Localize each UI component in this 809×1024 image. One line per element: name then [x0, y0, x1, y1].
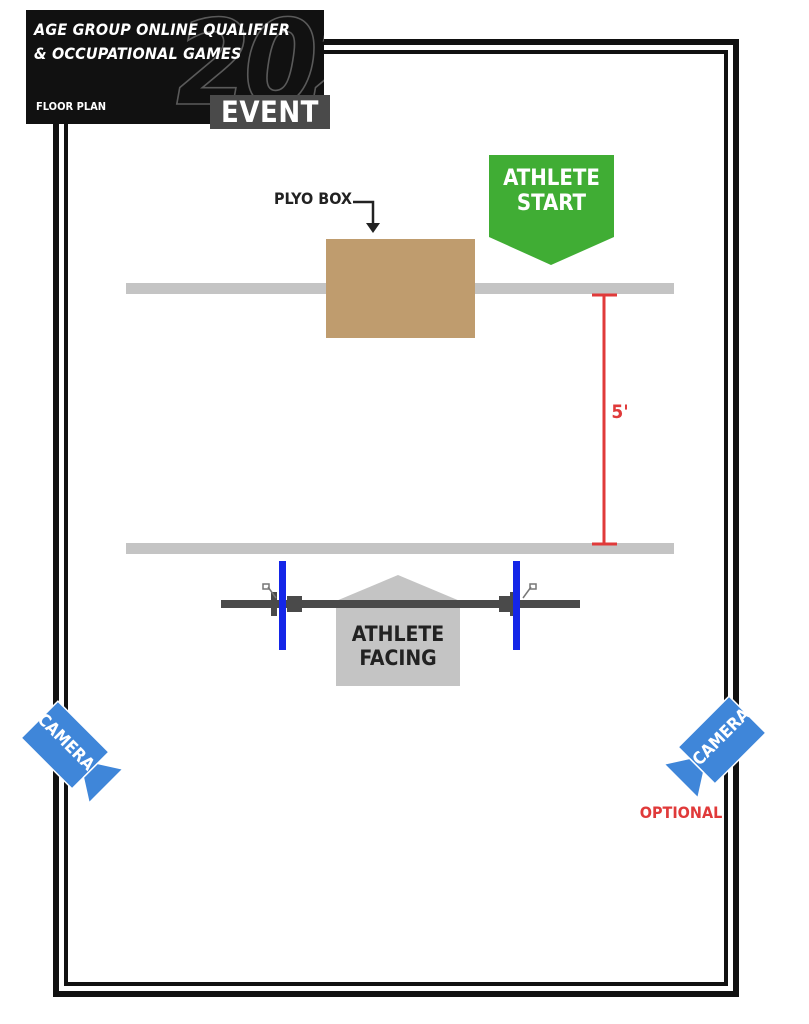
athlete-facing-line2: FACING [359, 646, 437, 671]
athlete-start-line2: START [516, 191, 587, 217]
barbell-icon [221, 561, 580, 650]
header-title-line1: AGE GROUP ONLINE QUALIFIER [34, 20, 291, 39]
plyo-box-label: PLYO BOX [273, 189, 352, 208]
distance-measure [592, 293, 617, 546]
camera-icon [20, 700, 125, 805]
barbell-line [126, 543, 674, 554]
camera-icon [662, 695, 767, 800]
collar-clip-left [262, 583, 277, 599]
header-title: AGE GROUP ONLINE QUALIFIER & OCCUPATIONA… [34, 18, 324, 66]
plyo-box [326, 239, 475, 338]
header-subtitle: FLOOR PLAN [36, 100, 107, 113]
athlete-start-line1: ATHLETE [503, 166, 600, 191]
optional-label: OPTIONAL [639, 803, 723, 822]
header-title-line2: & OCCUPATIONAL GAMES [34, 44, 242, 63]
athlete-facing-line1: ATHLETE [351, 622, 445, 646]
distance-label: 5' [611, 401, 629, 423]
weight-plate-right [513, 561, 520, 650]
weight-plate-left [279, 561, 286, 650]
collar-clip-right [522, 583, 537, 599]
arrow-down-icon [353, 200, 380, 233]
floor-border-inner [64, 50, 728, 986]
athlete-facing-label: ATHLETE FACING [336, 622, 460, 670]
athlete-start-marker [489, 155, 614, 265]
athlete-start-label: ATHLETE START [489, 166, 614, 217]
event-badge: EVENT 5 [210, 95, 330, 163]
floor-border-outer [53, 39, 739, 997]
